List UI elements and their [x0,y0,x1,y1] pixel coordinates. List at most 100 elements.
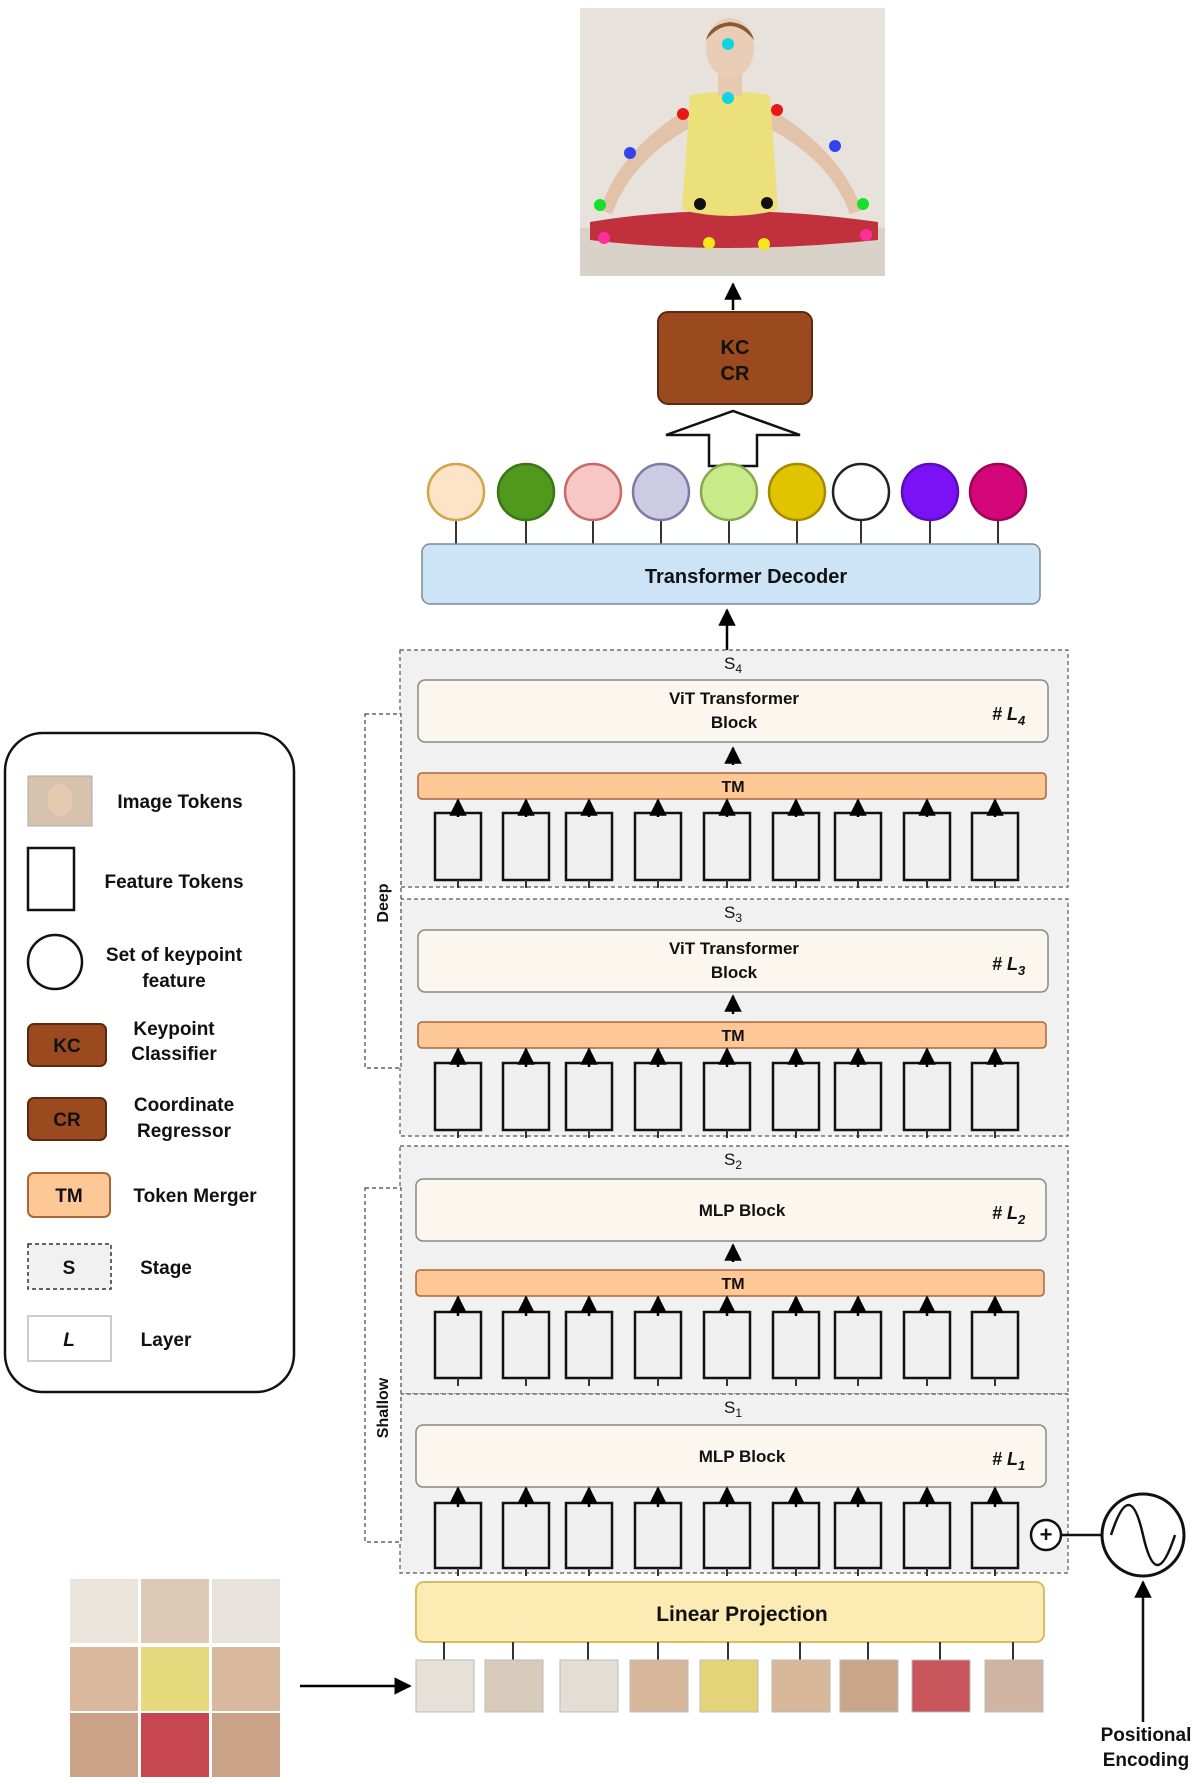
block-title: MLP Block [699,1201,786,1220]
input-image-patch [70,1579,138,1643]
feature-token-icon [26,846,76,912]
face-icon [47,784,73,816]
feature-token [902,1310,952,1380]
keypoint-circles [426,462,1028,544]
input-image-patch [70,1647,138,1711]
block-title-line1: ViT Transformer [669,939,799,958]
feature-token [702,1061,752,1132]
stage-label: S3 [724,903,742,925]
feature-token [902,1501,952,1570]
input-image-patch [212,1579,280,1643]
image-token [839,1659,899,1713]
block-title-line2: Block [711,713,758,732]
legend-item-image-token: Image Tokens [27,775,243,827]
plus-sign: + [1040,1522,1053,1547]
feature-token [833,811,883,882]
legend-label: Image Tokens [117,792,242,813]
legend-label: Token Merger [133,1186,257,1207]
input-image-patch [141,1579,209,1643]
positional-line2: Encoding [1103,1750,1190,1771]
linear-projection: Linear Projection [415,1581,1045,1643]
feature-token [970,1310,1020,1380]
feature-token [771,1310,821,1380]
image-token [911,1659,971,1713]
block-title-line2: Block [711,963,758,982]
keypoint-circle [496,462,556,522]
layer-count: # L3 [992,954,1026,978]
legend-label: Feature Tokens [104,872,243,893]
keypoint-circle [900,462,960,522]
feature-token [501,1501,551,1570]
feature-token [771,811,821,882]
block-title: MLP Block [699,1447,786,1466]
image-token [771,1659,831,1713]
legend-label: Set of keypoint [106,945,243,966]
feature-token [833,1061,883,1132]
hollow-up-arrow [665,409,801,468]
feature-token [501,1061,551,1132]
positional-encoding: + Positional Encoding [1029,1492,1192,1771]
feature-token [970,1061,1020,1132]
feature-token [970,811,1020,882]
feature-token [771,1061,821,1132]
feature-token [902,811,952,882]
keypoint-circle [631,462,691,522]
legend-box [3,731,296,1394]
legend-badge-text: CR [53,1110,81,1131]
deep-group: Deep [364,713,402,1069]
stage-label: S2 [724,1150,742,1172]
positional-line1: Positional [1101,1725,1192,1746]
keypoint-circle [699,462,759,522]
feature-token [702,811,752,882]
feature-token [433,1310,483,1380]
kc-label: KC [721,337,750,359]
input-image-patch [212,1713,280,1777]
shallow-label: Shallow [375,1377,392,1438]
legend-label: Coordinate [134,1095,234,1116]
image-token [984,1659,1044,1713]
legend-item-tm-badge: TM Token Merger [27,1172,257,1218]
image-token [484,1659,544,1713]
legend-label: Layer [141,1330,192,1351]
tm-label: TM [721,1028,744,1045]
projection-label: Linear Projection [656,1603,828,1626]
legend-item-feature-token: Feature Tokens [26,846,244,912]
feature-token [633,811,683,882]
decoder-label: Transformer Decoder [645,566,848,588]
feature-token [501,811,551,882]
tm-badge-icon [27,1172,111,1218]
legend-label-line2: feature [142,971,205,992]
keypoint-circle [968,462,1028,522]
image-token [699,1659,759,1713]
legend-badge-text: S [63,1258,76,1279]
legend-item-stage-badge: S Stage [27,1243,192,1290]
input-image-patch [141,1713,209,1777]
stage-label: S4 [724,654,742,676]
legend-item-keypoint-circle: Set of keypoint feature [26,933,243,992]
cr-badge-icon [27,1097,107,1141]
feature-token [633,1501,683,1570]
legend-badge-text: TM [55,1186,82,1207]
keypoint-circle [426,462,486,522]
layer-badge-icon [27,1315,112,1362]
feature-token [970,1501,1020,1570]
image-tokens [415,1642,1044,1713]
feature-token [433,811,483,882]
deep-label: Deep [375,883,392,922]
feature-token [433,1501,483,1570]
shallow-group: Shallow [364,1187,402,1543]
feature-token [833,1310,883,1380]
feature-token [633,1061,683,1132]
legend-label: Stage [140,1258,192,1279]
feature-token [702,1501,752,1570]
layer-count: # L1 [992,1449,1025,1473]
image-token [629,1659,689,1713]
keypoint-circle-icon [26,933,84,991]
input-image-patch [70,1713,138,1777]
